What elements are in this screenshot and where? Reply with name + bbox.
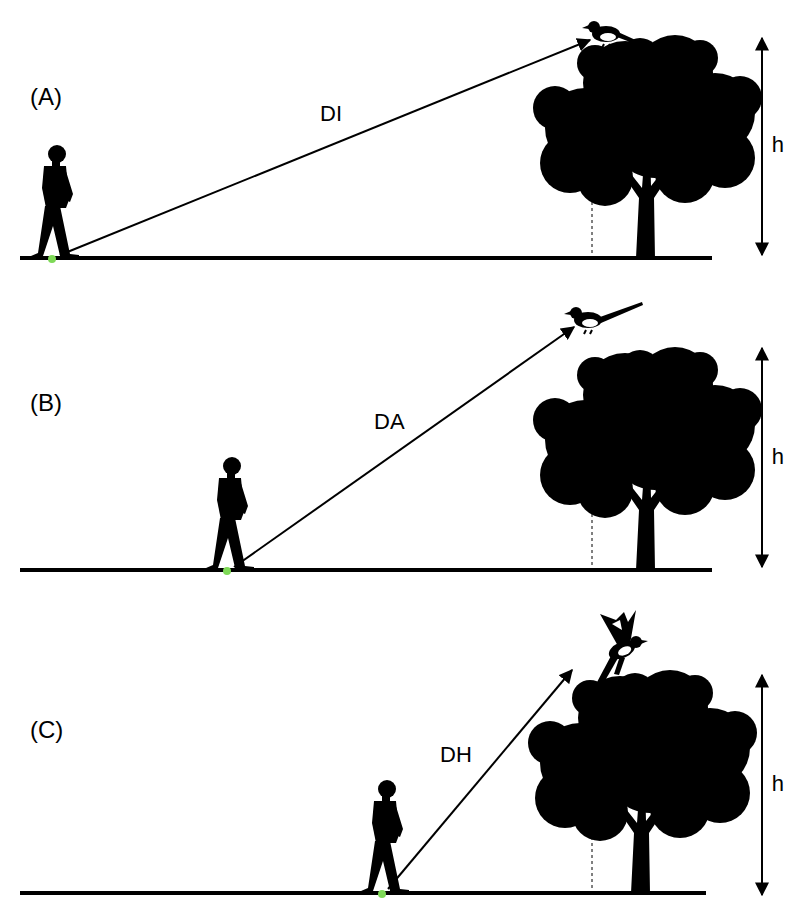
distance-label: DI [318, 102, 344, 126]
distance-label: DA [372, 410, 407, 434]
panel-letter: (A) [28, 84, 64, 110]
panel-letter: (C) [28, 717, 65, 743]
height-label: h [770, 772, 786, 796]
distance-label: DH [438, 743, 474, 767]
height-label: h [770, 133, 786, 157]
panel-letter: (B) [28, 390, 64, 416]
height-label: h [770, 445, 786, 469]
